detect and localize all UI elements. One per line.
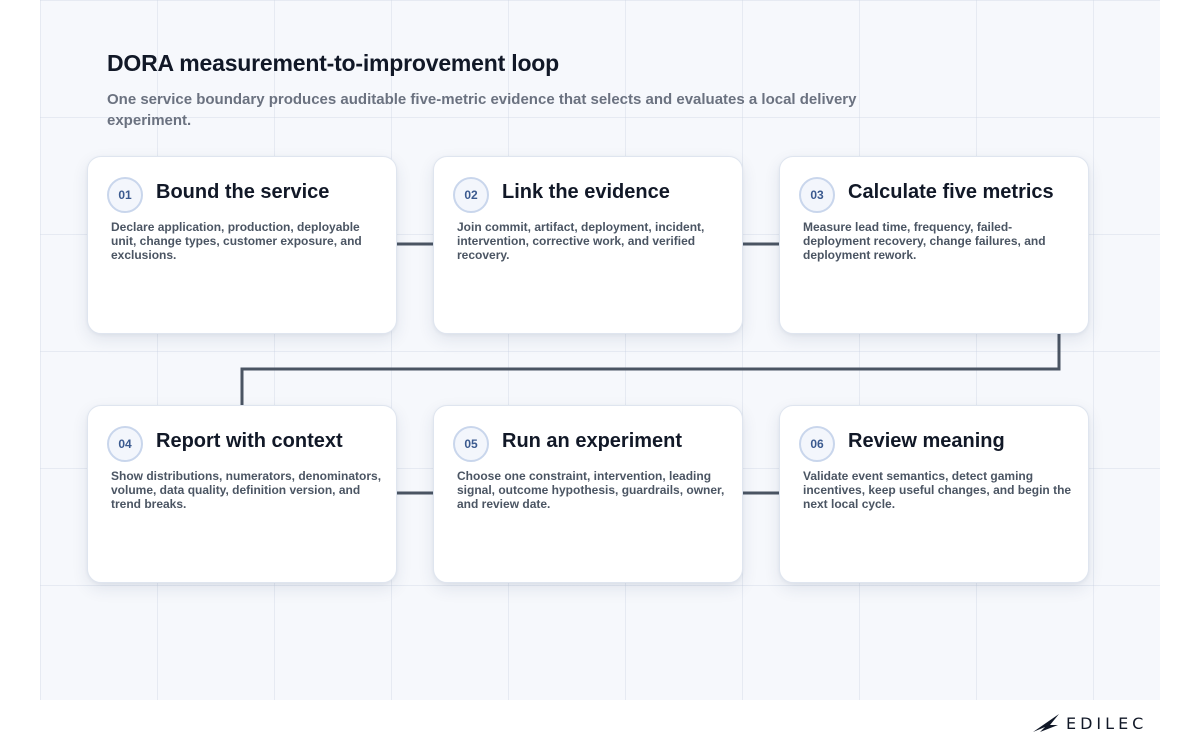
step-card-3: 03 Calculate five metrics Measure lead t… bbox=[779, 156, 1089, 334]
step-description: Declare application, production, deploya… bbox=[111, 220, 362, 262]
step-title: Report with context bbox=[156, 430, 343, 452]
step-description: Choose one constraint, intervention, lea… bbox=[457, 469, 725, 511]
step-number-badge: 05 bbox=[453, 426, 489, 462]
step-card-5: 05 Run an experiment Choose one constrai… bbox=[433, 405, 743, 583]
step-title: Review meaning bbox=[848, 430, 1005, 452]
step-card-2: 02 Link the evidence Join commit, artifa… bbox=[433, 156, 743, 334]
step-card-4: 04 Report with context Show distribution… bbox=[87, 405, 397, 583]
step-number-badge: 01 bbox=[107, 177, 143, 213]
page-subtitle: One service boundary produces auditable … bbox=[107, 91, 857, 129]
step-description: Show distributions, numerators, denomina… bbox=[111, 469, 382, 511]
step-card-1: 01 Bound the service Declare application… bbox=[87, 156, 397, 334]
step-title: Run an experiment bbox=[502, 430, 683, 452]
step-description: Join commit, artifact, deployment, incid… bbox=[457, 220, 705, 262]
step-title: Calculate five metrics bbox=[848, 181, 1054, 203]
step-number-badge: 03 bbox=[799, 177, 835, 213]
step-card-6: 06 Review meaning Validate event semanti… bbox=[779, 405, 1089, 583]
step-description: Validate event semantics, detect gaming … bbox=[803, 469, 1072, 511]
edilec-logo-icon bbox=[1033, 714, 1059, 732]
step-description: Measure lead time, frequency, failed-dep… bbox=[803, 220, 1046, 262]
step-number-badge: 04 bbox=[107, 426, 143, 462]
step-title: Bound the service bbox=[156, 181, 330, 203]
step-number-badge: 06 bbox=[799, 426, 835, 462]
page-title: DORA measurement-to-improvement loop bbox=[107, 50, 560, 76]
step-number-badge: 02 bbox=[453, 177, 489, 213]
brand-name: EDILEC bbox=[1066, 713, 1148, 733]
brand-logo: EDILEC bbox=[1032, 712, 1147, 734]
step-title: Link the evidence bbox=[502, 181, 670, 203]
